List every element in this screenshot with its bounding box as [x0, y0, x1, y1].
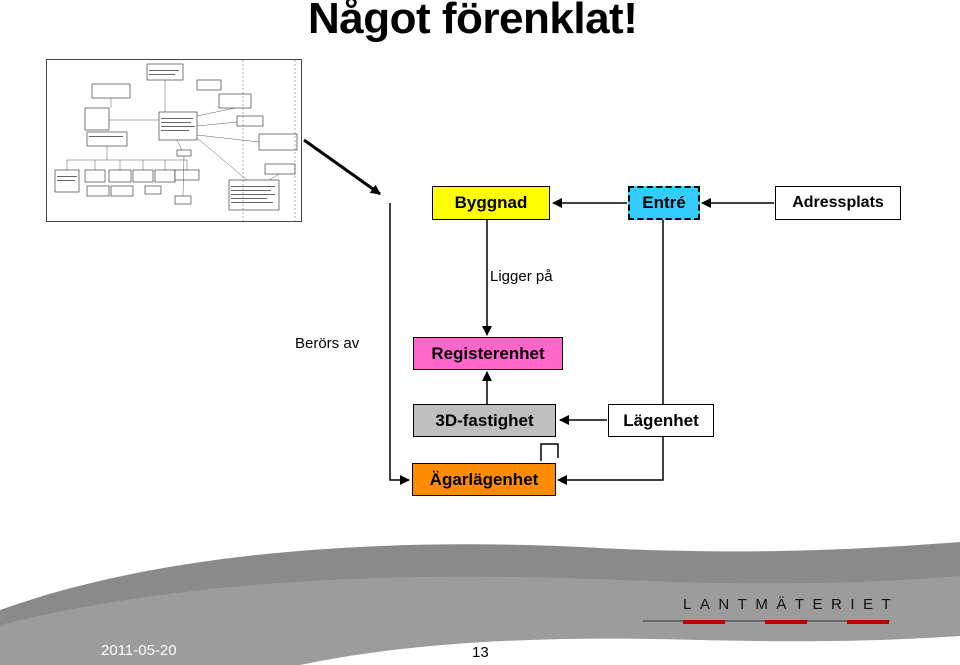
footer-white-curve: [300, 636, 960, 665]
uml-thumbnail-graphic: [54, 60, 298, 221]
entre-to-agarlagenhet-connector: [557, 220, 664, 485]
node-adressplats-label: Adressplats: [792, 194, 884, 211]
footer-date: 2011-05-20: [101, 642, 177, 659]
node-agarlagenhet-label: Ägarlägenhet: [429, 469, 539, 489]
berors-av-connector: [389, 203, 410, 485]
node-entre: Entré: [628, 186, 700, 220]
node-agarlagenhet: Ägarlägenhet: [412, 463, 556, 496]
relation-berors-av: Berörs av: [295, 335, 360, 352]
node-lagenhet: Lägenhet: [608, 404, 714, 437]
node-adressplats: Adressplats: [775, 186, 901, 220]
pointer-arrow: [303, 138, 381, 196]
slide-title: Något förenklat!: [308, 0, 638, 43]
node-byggnad-label: Byggnad: [454, 193, 528, 212]
node-entre-label: Entré: [642, 193, 686, 212]
relation-ligger-pa: Ligger på: [490, 268, 553, 285]
lantmateriet-logo-text: LANTMÄTERIET: [683, 596, 900, 613]
logo-bar-segment-3: [847, 620, 889, 624]
node-3d-fastighet-label: 3D-fastighet: [435, 410, 534, 430]
node-registerenhet: Registerenhet: [413, 337, 563, 370]
logo-bar-segment-2: [765, 620, 807, 624]
node-byggnad: Byggnad: [432, 186, 550, 220]
node-lagenhet-label: Lägenhet: [623, 410, 699, 430]
node-registerenhet-label: Registerenhet: [431, 343, 545, 363]
node-3d-fastighet: 3D-fastighet: [413, 404, 556, 437]
logo-bar-segment-1: [683, 620, 725, 624]
agarlagenhet-to-fastighet-connector: [540, 443, 559, 461]
uml-diagram-thumbnail: [46, 59, 302, 222]
page-number: 13: [472, 644, 489, 661]
